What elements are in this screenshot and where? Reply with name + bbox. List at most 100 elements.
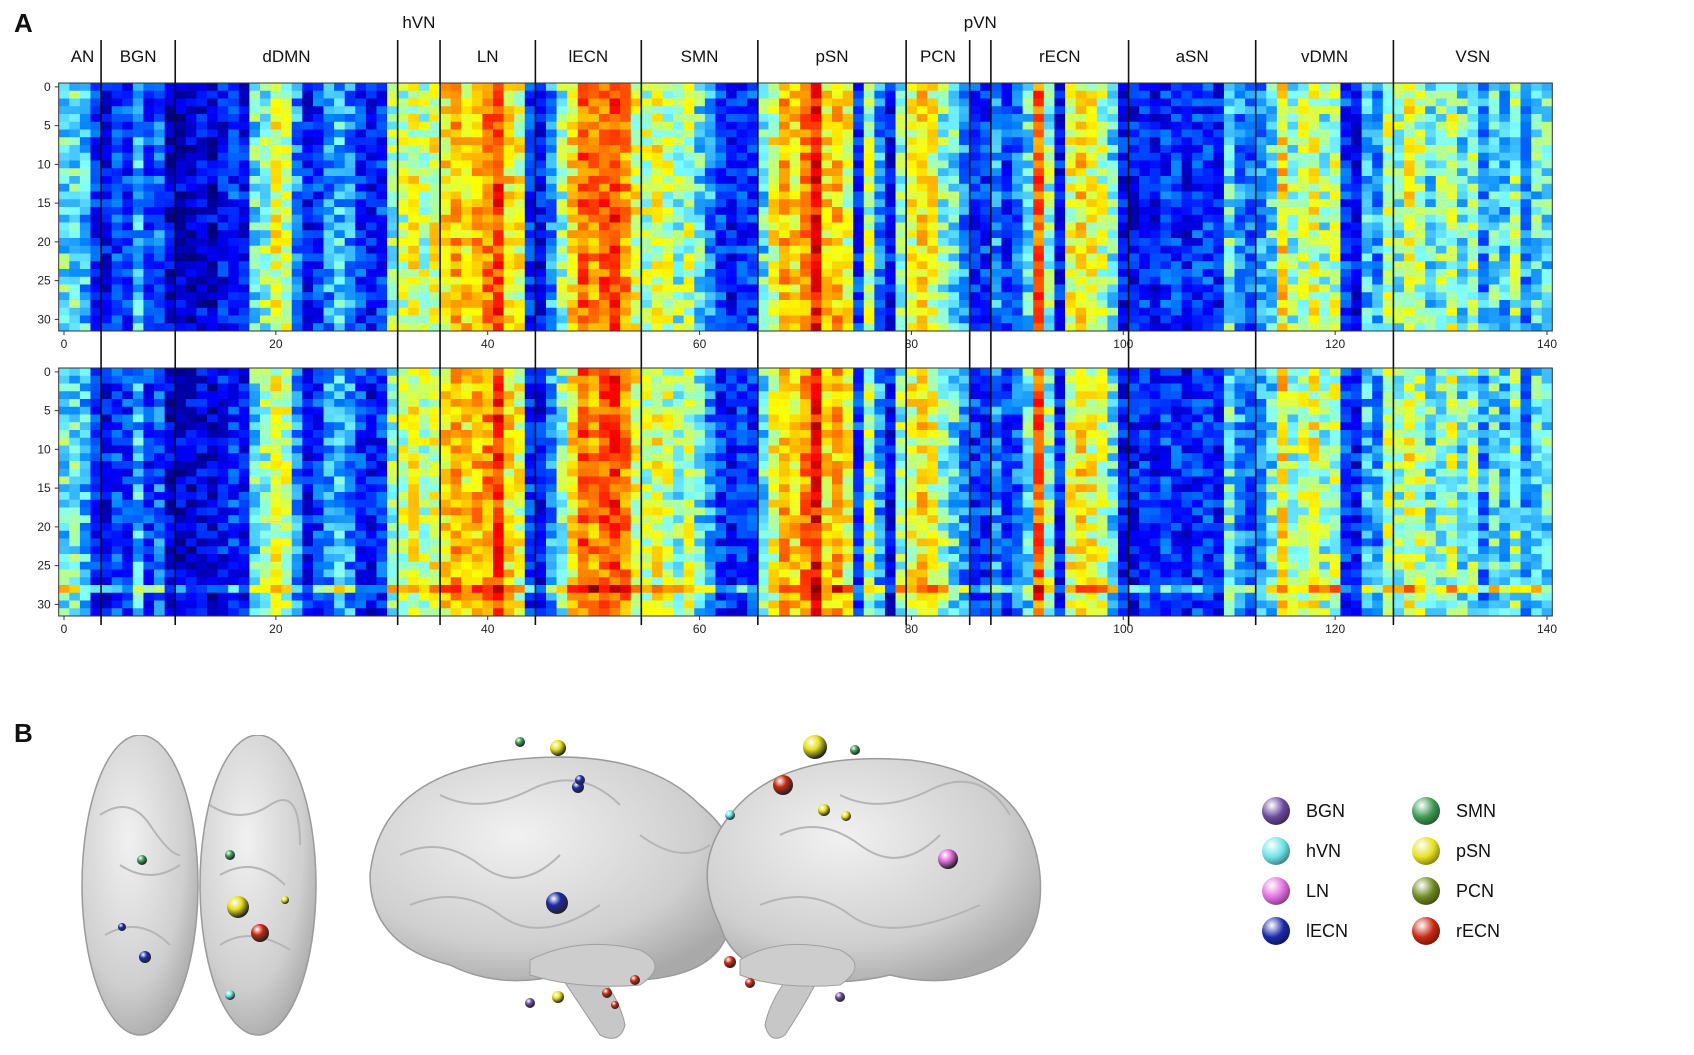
heatmap-cell [238, 276, 250, 285]
heatmap-cell [323, 238, 335, 247]
heatmap-cell [143, 375, 155, 384]
heatmap-cell [143, 261, 155, 270]
heatmap-cell [312, 323, 324, 332]
heatmap-cell [132, 383, 144, 392]
heatmap-cell [1001, 207, 1013, 216]
heatmap-cell [927, 114, 939, 123]
heatmap-cell [1361, 199, 1373, 208]
heatmap-cell [1531, 191, 1543, 200]
heatmap-cell [69, 261, 81, 270]
heatmap-cell [598, 315, 610, 324]
heatmap-cell [1329, 269, 1341, 278]
heatmap-cell [874, 176, 886, 185]
heatmap-cell [598, 300, 610, 309]
heatmap-cell [1488, 98, 1500, 107]
heatmap-cell [450, 269, 462, 278]
heatmap-cell [1351, 121, 1363, 130]
heatmap-cell [800, 307, 812, 316]
heatmap-cell [175, 399, 187, 408]
heatmap-cell [715, 137, 727, 146]
heatmap-cell [1149, 238, 1161, 247]
heatmap-cell [545, 230, 557, 239]
heatmap-cell [408, 230, 420, 239]
heatmap-cell [323, 292, 335, 301]
heatmap-cell [1298, 214, 1310, 223]
heatmap-cell [1456, 253, 1468, 262]
heatmap-cell [1065, 222, 1077, 231]
heatmap-cell [302, 160, 314, 169]
heatmap-cell [1520, 315, 1532, 324]
heatmap-cell [355, 176, 367, 185]
heatmap-cell [122, 554, 134, 563]
heatmap-cell [598, 145, 610, 154]
heatmap-cell [1361, 261, 1373, 270]
heatmap-cell [757, 207, 769, 216]
x-tick-label: 0 [61, 337, 68, 351]
heatmap-cell [154, 484, 166, 493]
heatmap-cell [429, 245, 441, 254]
heatmap-cell [482, 145, 494, 154]
heatmap-cell [58, 468, 70, 477]
heatmap-cell [514, 137, 526, 146]
heatmap-cell [69, 492, 81, 501]
heatmap-cell [694, 214, 706, 223]
heatmap-cell [704, 191, 716, 200]
heatmap-cell [1276, 145, 1288, 154]
heatmap-cell [249, 121, 261, 130]
heatmap-cell [418, 222, 430, 231]
heatmap-cell [874, 152, 886, 161]
heatmap-cell [143, 292, 155, 301]
heatmap-cell [1234, 145, 1246, 154]
heatmap-cell [323, 207, 335, 216]
heatmap-cell [1128, 245, 1140, 254]
heatmap-cell [228, 323, 240, 332]
heatmap-cell [493, 168, 504, 177]
heatmap-cell [959, 160, 971, 169]
heatmap-cell [1202, 191, 1214, 200]
heatmap-cell [1435, 176, 1447, 185]
heatmap-cell [980, 98, 992, 107]
heatmap-cell [1107, 292, 1119, 301]
heatmap-cell [207, 176, 218, 185]
heatmap-cell [567, 284, 579, 293]
heatmap-cell [69, 499, 81, 508]
heatmap-cell [1170, 253, 1182, 262]
heatmap-cell [927, 300, 939, 309]
heatmap-cell [461, 222, 473, 231]
heatmap-cell [1139, 191, 1151, 200]
heatmap-cell [440, 307, 452, 316]
heatmap-cell [58, 430, 70, 439]
heatmap-cell [641, 284, 653, 293]
heatmap-cell [810, 300, 822, 309]
heatmap-cell [132, 121, 144, 130]
heatmap-cell [1266, 160, 1278, 169]
heatmap-cell [514, 230, 526, 239]
heatmap-cell [524, 183, 536, 192]
heatmap-cell [577, 106, 589, 115]
heatmap-cell [355, 261, 367, 270]
heatmap-cell [651, 207, 663, 216]
heatmap-cell [1096, 307, 1108, 316]
heatmap-cell [598, 199, 610, 208]
heatmap-cell [461, 323, 473, 332]
heatmap-cell [1478, 176, 1490, 185]
heatmap-cell [1033, 145, 1045, 154]
heatmap-cell [101, 307, 113, 316]
heatmap-cell [79, 399, 91, 408]
heatmap-cell [312, 315, 324, 324]
heatmap-cell [281, 152, 293, 161]
heatmap-cell [1107, 261, 1119, 270]
heatmap-cell [387, 83, 399, 92]
heatmap-cell [122, 98, 134, 107]
heatmap-cell [238, 83, 250, 92]
heatmap-cell [598, 137, 610, 146]
heatmap-cell [895, 323, 907, 332]
heatmap-cell [111, 453, 123, 462]
heatmap-cell [90, 507, 102, 516]
heatmap-cell [355, 238, 367, 247]
heatmap-cell [704, 90, 716, 99]
heatmap-cell [916, 261, 928, 270]
heatmap-cell [1096, 261, 1108, 270]
heatmap-cell [906, 106, 918, 115]
heatmap-cell [1531, 98, 1543, 107]
